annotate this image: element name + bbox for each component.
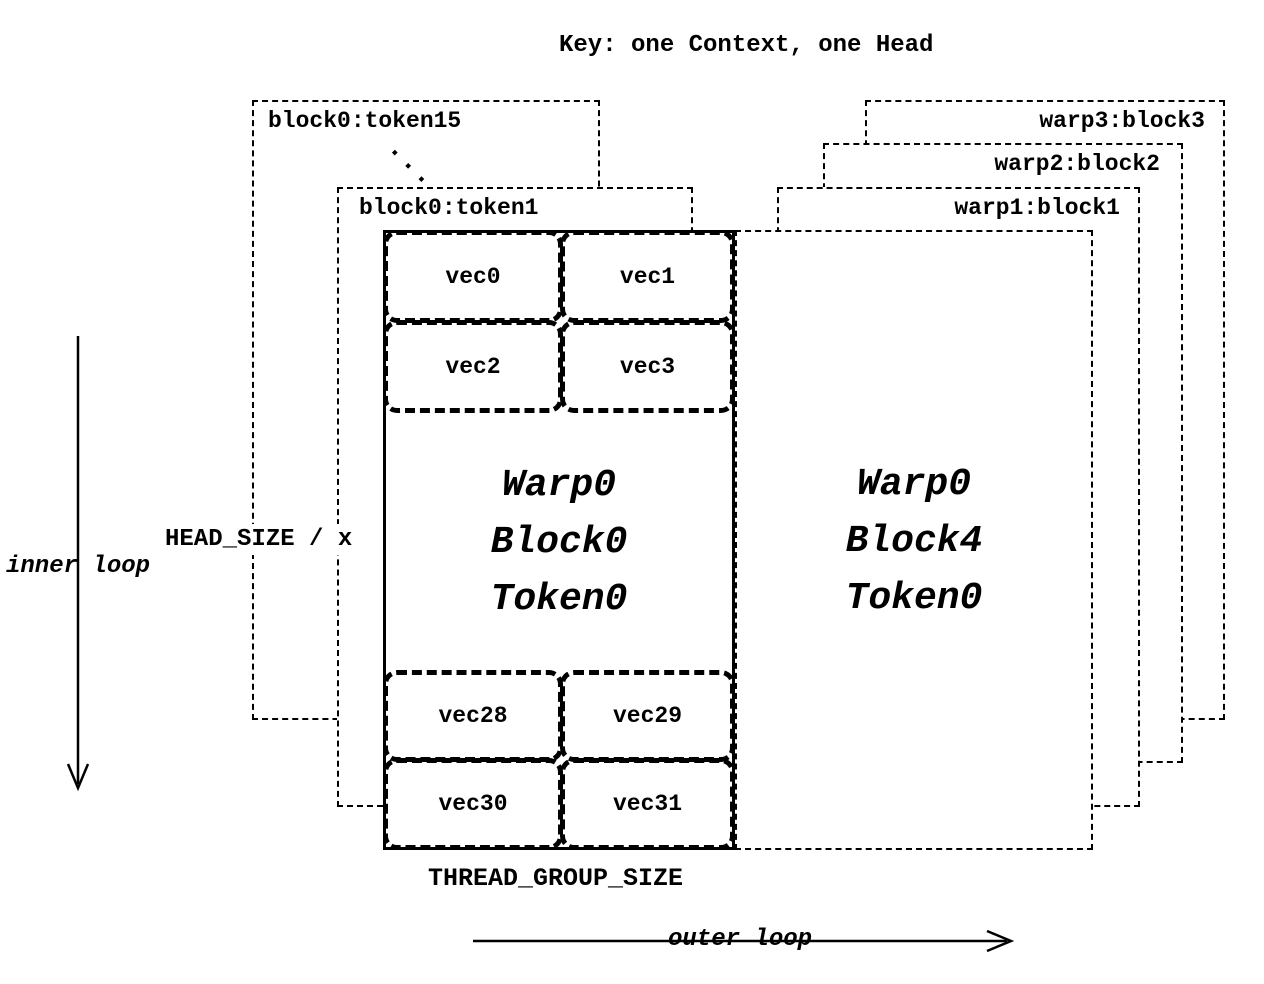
front-line-1: Warp0 [501,464,617,507]
head-size-label: HEAD_SIZE / x [163,524,355,555]
vec-cell-2: vec2 [383,320,563,413]
front-line-3: Token0 [490,578,628,621]
right-front-line-1: Warp0 [856,463,972,506]
vec-cell-29: vec29 [560,670,735,762]
box-warp3-block3-label: warp3:block3 [1039,108,1205,134]
vec-cell-3: vec3 [560,320,735,413]
box-warp0-block4-token0: Warp0 Block4 Token0 [735,230,1093,850]
box-block0-token15-label: block0:token15 [268,108,462,134]
outer-loop-label: outer loop [668,926,813,953]
right-front-line-3: Token0 [845,577,983,620]
vec-cell-1: vec1 [560,230,735,323]
inner-loop-arrow [66,336,90,792]
vec-cell-31: vec31 [560,758,735,850]
diagram-title: Key: one Context, one Head [559,32,934,59]
inner-loop-label: inner loop [6,553,151,580]
right-front-box-text: Warp0 Block4 Token0 [737,456,1091,627]
vec-cell-28: vec28 [383,670,563,762]
outer-loop-arrow [473,929,1015,953]
vec-cell-30: vec30 [383,758,563,850]
thread-group-size-label: THREAD_GROUP_SIZE [428,864,684,893]
front-box-text: Warp0 Block0 Token0 [386,457,732,628]
vec-cell-0: vec0 [383,230,563,323]
box-warp1-block1-label: warp1:block1 [954,195,1120,221]
box-warp0-block0-token0: vec0 vec1 vec2 vec3 Warp0 Block0 Token0 … [383,230,735,850]
right-front-line-2: Block4 [845,520,983,563]
box-warp2-block2-label: warp2:block2 [994,151,1160,177]
box-block0-token1-label: block0:token1 [359,195,539,221]
front-line-2: Block0 [490,521,628,564]
